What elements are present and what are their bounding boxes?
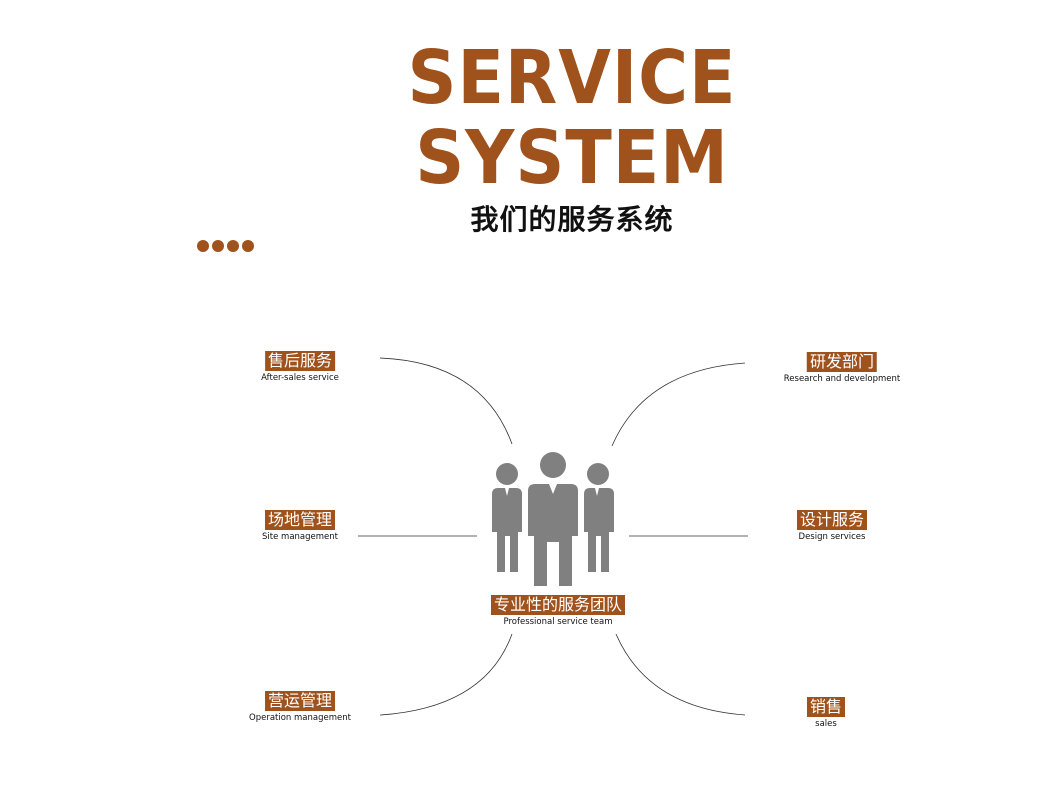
node-research-cn: 研发部门 — [806, 352, 877, 372]
title-line-2: SYSTEM — [415, 115, 729, 201]
title-line-1: SERVICE — [407, 35, 737, 121]
node-design: 设计服务 Design services — [796, 510, 868, 542]
dot — [212, 240, 224, 252]
dot — [227, 240, 239, 252]
node-sales-en: sales — [815, 719, 837, 729]
node-operation-management-en: Operation management — [249, 713, 351, 723]
node-after-sales-cn: 售后服务 — [264, 351, 335, 371]
node-research: 研发部门 Research and development — [784, 352, 900, 384]
team-people-icon — [492, 452, 614, 586]
node-after-sales: 售后服务 After-sales service — [261, 351, 339, 383]
subtitle: 我们的服务系统 — [470, 203, 674, 236]
center-label: 专业性的服务团队 Professional service team — [490, 595, 626, 627]
node-operation-management: 营运管理 Operation management — [249, 691, 351, 723]
node-design-en: Design services — [798, 532, 866, 542]
connector-after-sales — [379, 357, 513, 445]
connector-operation-management — [379, 633, 513, 716]
connector-sales — [615, 633, 746, 716]
node-design-cn: 设计服务 — [796, 510, 868, 530]
connector-research — [611, 362, 746, 447]
node-research-en: Research and development — [783, 374, 901, 384]
node-site-management-cn: 场地管理 — [264, 510, 335, 530]
decorative-dots — [197, 240, 254, 252]
node-operation-management-cn: 营运管理 — [264, 691, 336, 711]
node-sales-cn: 销售 — [806, 697, 846, 717]
node-site-management: 场地管理 Site management — [262, 510, 338, 542]
dot — [242, 240, 254, 252]
center-label-cn: 专业性的服务团队 — [490, 595, 626, 615]
node-sales: 销售 sales — [806, 697, 846, 729]
node-after-sales-en: After-sales service — [261, 373, 339, 383]
dot — [197, 240, 209, 252]
node-site-management-en: Site management — [262, 532, 338, 542]
center-label-en: Professional service team — [503, 617, 613, 627]
